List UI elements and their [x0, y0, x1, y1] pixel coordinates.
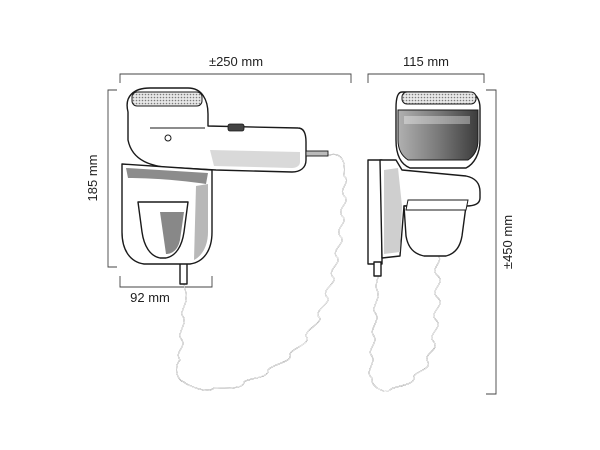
- front-coiled-cord-inner: [176, 154, 347, 391]
- dim-width-holder-label: 92 mm: [130, 290, 170, 305]
- front-handle-shade: [210, 150, 300, 168]
- dim-height-total: ±450 mm: [486, 89, 515, 395]
- side-collar: [405, 199, 469, 211]
- front-holder-cup-inner: [160, 212, 184, 254]
- front-cord-sleeve: [179, 261, 188, 285]
- dim-width-front: ±250 mm: [119, 54, 352, 83]
- dim-width-side-label: 115 mm: [403, 54, 449, 69]
- front-button: [164, 134, 172, 142]
- dim-width-front-label: ±250 mm: [209, 54, 263, 69]
- side-view: [367, 91, 481, 392]
- front-switch: [227, 123, 245, 132]
- dim-width-holder: 92 mm: [119, 276, 213, 305]
- front-view: [121, 87, 348, 391]
- side-bracket-shade: [384, 168, 402, 254]
- side-handle: [403, 205, 467, 257]
- dim-height-holder-label: 185 mm: [85, 155, 100, 202]
- dim-height-total-label: ±450 mm: [500, 215, 515, 269]
- side-coiled-cord-inner: [368, 253, 441, 392]
- dim-width-side: 115 mm: [367, 54, 485, 83]
- front-dryer-grille: [131, 91, 203, 107]
- side-cord-sleeve: [373, 261, 382, 277]
- side-handle-highlight: [414, 210, 428, 246]
- side-dryer-grille: [401, 91, 477, 105]
- side-dryer-band: [397, 109, 479, 161]
- front-holder-side-shade: [194, 184, 208, 260]
- front-holder-top-shade: [126, 168, 208, 184]
- side-dryer-highlight: [404, 116, 470, 124]
- dim-height-holder: 185 mm: [85, 89, 117, 268]
- front-cord-connector: [305, 150, 329, 157]
